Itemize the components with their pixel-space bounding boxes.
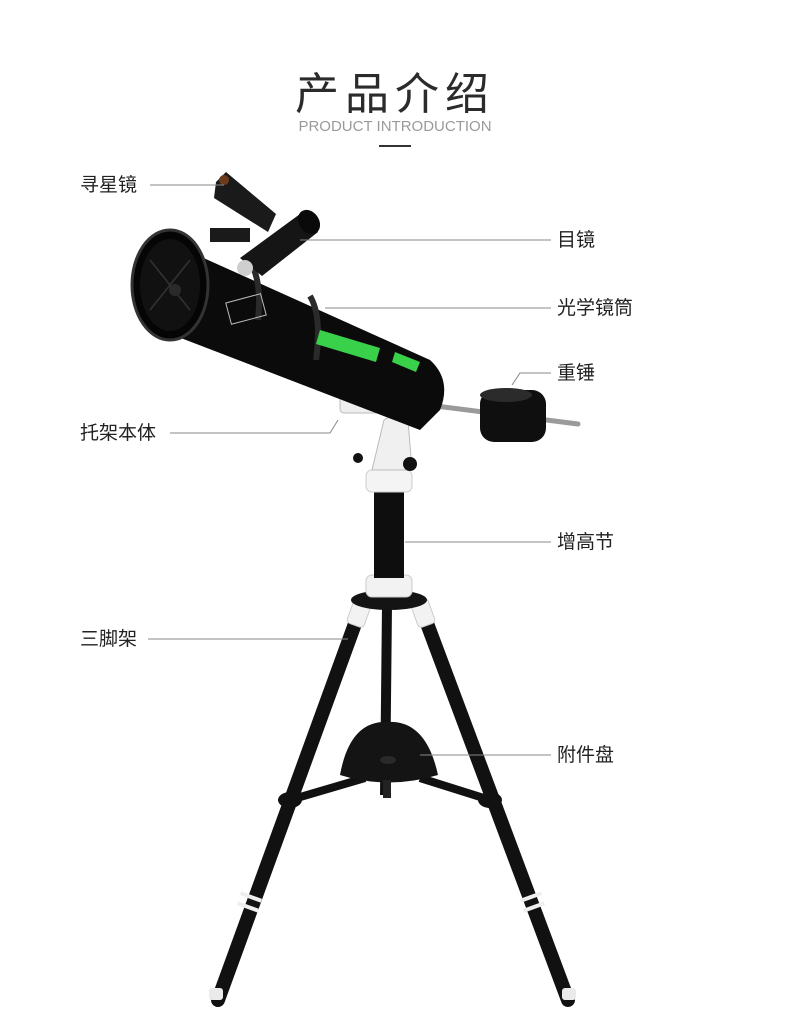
counterweight-icon <box>480 390 546 442</box>
callout-mount-body: 托架本体 <box>80 422 157 444</box>
eyepiece-icon <box>237 209 321 276</box>
title-divider <box>379 145 411 147</box>
callout-tripod: 三脚架 <box>80 628 138 650</box>
callout-optical-tube: 光学镜筒 <box>557 297 634 319</box>
page-title: 产品介绍 <box>295 69 495 120</box>
extension-pier-icon <box>374 490 404 578</box>
optical-tube-icon <box>130 228 445 430</box>
tripod-icon <box>209 598 576 1007</box>
leader-lines <box>148 184 551 756</box>
callout-finder: 寻星镜 <box>80 174 138 196</box>
accessory-tray-icon <box>340 721 438 783</box>
page-subtitle: PRODUCT INTRODUCTION <box>298 118 492 135</box>
callout-eyepiece: 目镜 <box>557 229 596 251</box>
finder-scope-icon <box>210 172 276 242</box>
callout-counterweight: 重锤 <box>557 362 596 384</box>
callout-extension-pier: 增高节 <box>557 531 615 553</box>
callout-accessory-tray: 附件盘 <box>557 744 615 766</box>
